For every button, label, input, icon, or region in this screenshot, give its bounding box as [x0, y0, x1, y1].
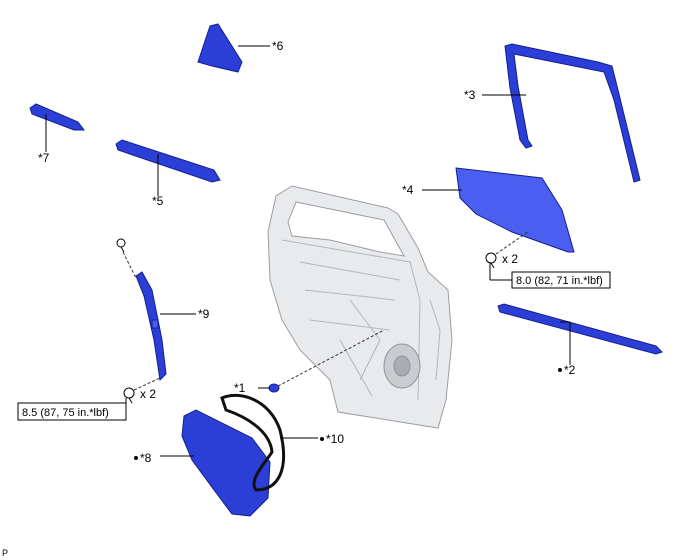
- bolt-icon-window: [485, 252, 497, 269]
- rear-door-panel: [267, 185, 453, 429]
- figure-code: P: [2, 548, 8, 558]
- part-5-belt-moulding: [115, 139, 221, 183]
- window-bolt-qty: x 2: [502, 252, 518, 266]
- bolt-icon-upper-left: [116, 238, 126, 253]
- part-3-frame-moulding: [504, 43, 641, 183]
- part-10-wire-harness: [220, 393, 285, 492]
- part-2-outer-weatherstrip: [497, 303, 663, 355]
- callout-7: *7: [38, 151, 50, 165]
- callout-1: *1: [234, 381, 246, 395]
- part-1-clip: [268, 383, 280, 393]
- callout-8: *8: [140, 451, 152, 465]
- callout-10: *10: [326, 432, 344, 446]
- callout-9: *9: [198, 307, 210, 321]
- callout-6: *6: [272, 39, 284, 53]
- part-7-small-moulding: [29, 103, 85, 131]
- part-4-door-glass: [455, 167, 575, 253]
- frame-bolt-torque: 8.5 (87, 75 in.*lbf): [22, 407, 109, 419]
- part-8-service-hole-cover: [181, 409, 271, 517]
- callout-2: *2: [564, 363, 576, 377]
- bolt-icon-frame: [123, 387, 135, 404]
- callout-4: *4: [402, 183, 414, 197]
- part-6-upper-garnish: [197, 23, 243, 73]
- callout-3: *3: [464, 88, 476, 102]
- window-bolt-torque: 8.0 (82, 71 in.*lbf): [516, 275, 603, 287]
- part-9-division-bar: [135, 271, 167, 382]
- frame-bolt-qty: x 2: [140, 387, 156, 401]
- callout-5: *5: [152, 194, 164, 208]
